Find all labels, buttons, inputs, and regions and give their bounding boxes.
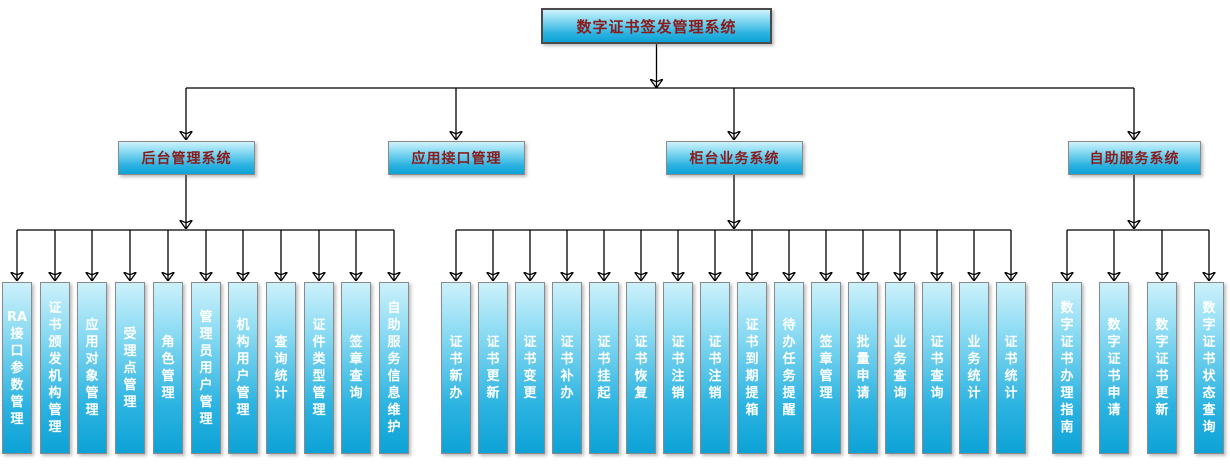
subsystem-node-counter-business: 柜台业务系统 [666,141,803,175]
module-node: 角色管理 [153,282,183,454]
module-node: 证书恢复 [626,282,656,454]
module-node: 证件类型管理 [304,282,334,454]
subsystem-node-api-management: 应用接口管理 [388,141,525,175]
module-node: 数字证书办理指南 [1052,282,1082,454]
module-node: 应用对象管理 [77,282,107,454]
module-node: 自助服务信息维护 [379,282,409,454]
subsystem-node-self-service: 自助服务系统 [1068,141,1201,175]
module-node: 证书变更 [515,282,545,454]
module-node: 数字证书更新 [1147,282,1177,454]
module-node: 签章查询 [341,282,371,454]
module-node: 证书新办 [441,282,471,454]
module-node: 证书颁发机构管理 [40,282,70,454]
module-node: 证书到期提箱 [737,282,767,454]
module-node: 业务统计 [959,282,989,454]
module-node: RA接口参数管理 [2,282,32,454]
module-node: 数字证书状态查询 [1194,282,1224,454]
module-node: 业务查询 [885,282,915,454]
module-node: 机构用户管理 [228,282,258,454]
module-node: 证书补办 [552,282,582,454]
module-node: 查询统计 [266,282,296,454]
module-node: 证书挂起 [589,282,619,454]
module-node: 证书注销 [663,282,693,454]
module-node: 待办任务提醒 [774,282,804,454]
module-node: 数字证书申请 [1099,282,1129,454]
module-node: 管理员用户管理 [191,282,221,454]
root-node: 数字证书签发管理系统 [541,8,772,44]
module-node: 证书注销 [700,282,730,454]
module-node: 证书更新 [478,282,508,454]
module-node: 受理点管理 [115,282,145,454]
module-node: 批量申请 [848,282,878,454]
module-node: 证书查询 [922,282,952,454]
module-node: 证书统计 [996,282,1026,454]
module-node: 签章管理 [811,282,841,454]
subsystem-node-backend-management: 后台管理系统 [118,141,255,175]
